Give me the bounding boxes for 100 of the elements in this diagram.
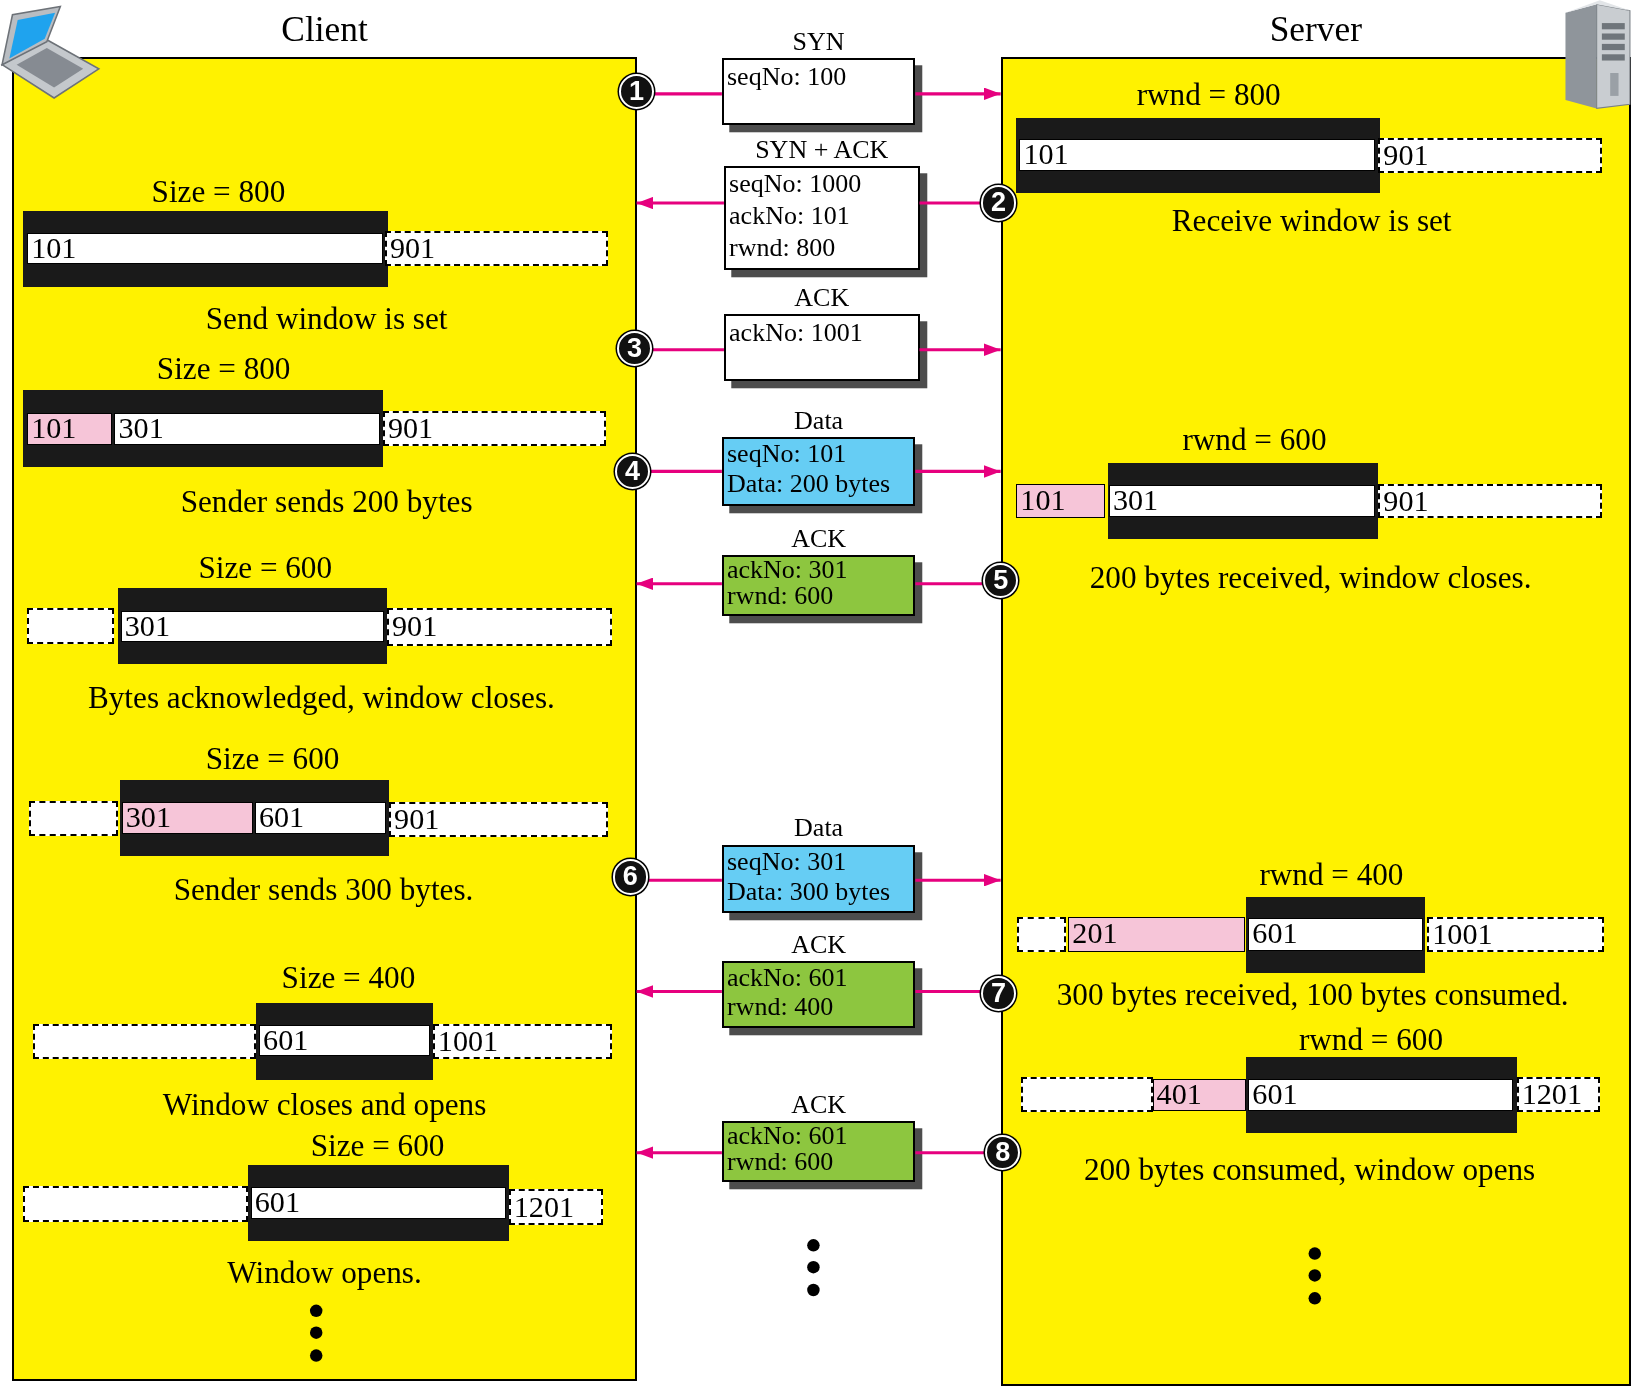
window-bar	[119, 780, 389, 857]
segment-field: seqNo: 301	[723, 846, 847, 877]
segment-field: seqNo: 100	[723, 60, 847, 94]
window-bar	[1107, 462, 1379, 539]
arrow	[636, 577, 722, 590]
segment-field: rwnd: 600	[723, 583, 834, 610]
outside-window-cell	[389, 801, 609, 838]
segment-field: rwnd: 800	[725, 232, 836, 265]
window-caption: Window opens.	[227, 1257, 422, 1289]
window-size-label: Size = 400	[281, 962, 416, 994]
segment-field: ackNo: 301	[723, 557, 848, 584]
window-caption: Window closes and opens	[162, 1089, 487, 1121]
segment-field: rwnd: 400	[723, 992, 834, 1022]
outside-window-cell	[508, 1188, 604, 1226]
window-cell	[1248, 1078, 1514, 1111]
step-number-badge	[616, 330, 653, 367]
connector-line	[652, 348, 724, 352]
connector-line	[919, 201, 981, 205]
window-bar	[22, 390, 383, 467]
step-number: 7	[991, 979, 1007, 1007]
window-size-label: Size = 600	[205, 743, 340, 775]
window-size-label: rwnd = 600	[1182, 424, 1327, 456]
byte-number: 301	[124, 611, 170, 640]
outside-window-cell	[1021, 1076, 1153, 1112]
step-number-badge	[614, 453, 651, 489]
connector-line	[915, 1151, 986, 1155]
window-cell	[1152, 1078, 1247, 1111]
byte-number: 101	[31, 413, 77, 444]
window-caption: 200 bytes received, window closes.	[1089, 562, 1532, 594]
window-size-label: rwnd = 400	[1259, 859, 1404, 891]
byte-number: 601	[254, 1187, 300, 1218]
window-cell	[121, 801, 253, 835]
segment-type-label: ACK	[793, 282, 851, 312]
window-cell	[1019, 139, 1376, 171]
segment-field: rwnd: 600	[723, 1149, 834, 1176]
window-size-label: Size = 800	[156, 353, 291, 385]
window-size-label: Size = 800	[151, 176, 286, 208]
byte-number: 301	[118, 413, 164, 444]
byte-number: 1201	[1521, 1078, 1582, 1110]
step-number: 6	[622, 863, 638, 891]
outside-window-cell	[29, 800, 118, 837]
segment-type-label: ACK	[790, 524, 848, 554]
arrow	[636, 1146, 722, 1159]
window-bar	[255, 1002, 433, 1080]
byte-number: 401	[1156, 1079, 1202, 1109]
byte-number: 901	[392, 610, 438, 644]
panel-title: Client	[280, 9, 369, 51]
window-cell	[258, 1024, 430, 1056]
segment-type-label: SYN	[791, 26, 846, 57]
connector-line	[650, 469, 722, 473]
window-cell	[1248, 918, 1423, 951]
segment-field: ackNo: 101	[725, 200, 850, 233]
byte-number: 101	[1020, 484, 1066, 516]
segment-field: Data: 200 bytes	[723, 469, 891, 500]
step-number-badge	[980, 975, 1017, 1012]
window-bar	[1246, 1056, 1517, 1133]
outside-window-cell	[27, 608, 115, 644]
byte-number: 601	[1252, 919, 1298, 949]
byte-number: 1201	[513, 1190, 575, 1224]
step-number-badge	[618, 73, 655, 110]
window-caption: Receive window is set	[1171, 204, 1452, 237]
window-caption: Send window is set	[205, 303, 448, 335]
step-number-badge	[982, 562, 1019, 599]
window-cell	[250, 1186, 506, 1220]
connector-line	[648, 878, 722, 882]
byte-number: 201	[1072, 918, 1118, 950]
segment-type-label: Data	[793, 405, 845, 435]
byte-number: 901	[387, 412, 434, 445]
step-number-badge	[612, 859, 648, 895]
outside-window-cell	[386, 608, 612, 646]
step-number: 1	[629, 78, 645, 106]
step-number: 4	[624, 457, 640, 485]
segment-field: ackNo: 601	[723, 963, 848, 993]
window-caption: Bytes acknowledged, window closes.	[88, 682, 555, 714]
segment-field: ackNo: 601	[723, 1123, 848, 1150]
window-cell	[254, 801, 386, 835]
byte-number: 301	[1112, 485, 1159, 515]
connector-line	[915, 989, 981, 994]
window-caption: Sender sends 300 bytes.	[173, 874, 474, 906]
byte-number: 1001	[1432, 919, 1493, 950]
window-caption: 200 bytes consumed, window opens	[1083, 1154, 1536, 1186]
window-cell	[27, 412, 113, 446]
segment-type-label: SYN + ACK	[754, 135, 890, 165]
window-size-label: rwnd = 800	[1136, 79, 1281, 111]
byte-number: 601	[263, 1025, 309, 1054]
byte-number: 101	[31, 234, 77, 263]
step-number: 5	[993, 566, 1009, 594]
byte-number: 901	[389, 232, 436, 265]
window-bar	[1016, 117, 1381, 194]
step-number: 8	[995, 1139, 1011, 1167]
outside-window-cell	[382, 410, 607, 447]
window-bar	[1246, 896, 1425, 973]
segment-field: ackNo: 1001	[725, 316, 863, 350]
byte-number: 1001	[437, 1025, 499, 1057]
segment-type-label: Data	[793, 813, 845, 843]
byte-number: 901	[1383, 485, 1429, 516]
arrow	[919, 343, 1001, 356]
connector-line	[915, 582, 983, 586]
window-cell	[1068, 917, 1246, 952]
outside-window-cell	[1516, 1076, 1600, 1112]
